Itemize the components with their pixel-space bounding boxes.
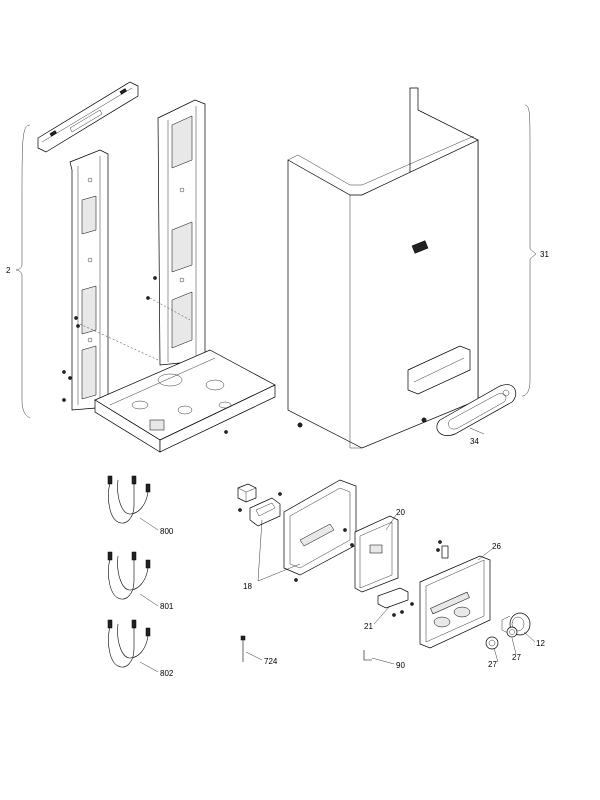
pin-724	[240, 635, 246, 662]
frame-screws	[62, 276, 228, 434]
leader-lines	[139, 427, 536, 673]
callout-control-panel: 26	[492, 542, 501, 551]
callout-frame: 2	[6, 266, 11, 275]
panel-gasket-18	[249, 497, 281, 527]
wall-rail	[37, 81, 139, 153]
callout-gasket: 34	[470, 437, 479, 446]
clip-90	[363, 650, 372, 661]
callout-harness-802: 802	[160, 669, 174, 678]
wire-harness-802	[107, 619, 151, 668]
callout-casing: 31	[540, 250, 549, 259]
casing-assembly	[287, 87, 537, 449]
callout-harness-801: 801	[160, 602, 174, 611]
wire-harness-801	[107, 551, 151, 600]
callout-clip: 90	[396, 661, 405, 670]
callout-pin: 724	[264, 657, 278, 666]
casing-front-panel	[287, 139, 479, 449]
callout-bracket: 21	[364, 622, 373, 631]
casing-brace	[521, 104, 537, 397]
frame-assembly	[15, 81, 276, 453]
wire-harness-800	[107, 475, 151, 524]
frame-brace	[15, 124, 31, 419]
knob-ring-27a	[485, 636, 499, 650]
callout-knob: 12	[536, 639, 545, 648]
callout-labels: 2 31 34 800 801 802 18 20 26 21 12 27 27…	[6, 250, 549, 678]
callout-knob-ring-a: 27	[488, 660, 497, 669]
callout-pcb: 20	[396, 508, 405, 517]
control-panel-26	[419, 540, 491, 649]
bracket-21	[377, 587, 414, 617]
knob-ring-27b	[506, 626, 518, 638]
component-cube	[237, 483, 257, 503]
callout-knob-ring-b: 27	[512, 653, 521, 662]
gasket-34	[436, 384, 517, 436]
brand-badge-icon	[411, 240, 429, 254]
base-tray	[94, 349, 276, 453]
left-side-member	[69, 149, 109, 411]
right-side-member	[157, 99, 206, 366]
callout-harness-800: 800	[160, 527, 174, 536]
pcb-20	[343, 515, 399, 593]
callout-panel-gasket: 18	[243, 582, 252, 591]
